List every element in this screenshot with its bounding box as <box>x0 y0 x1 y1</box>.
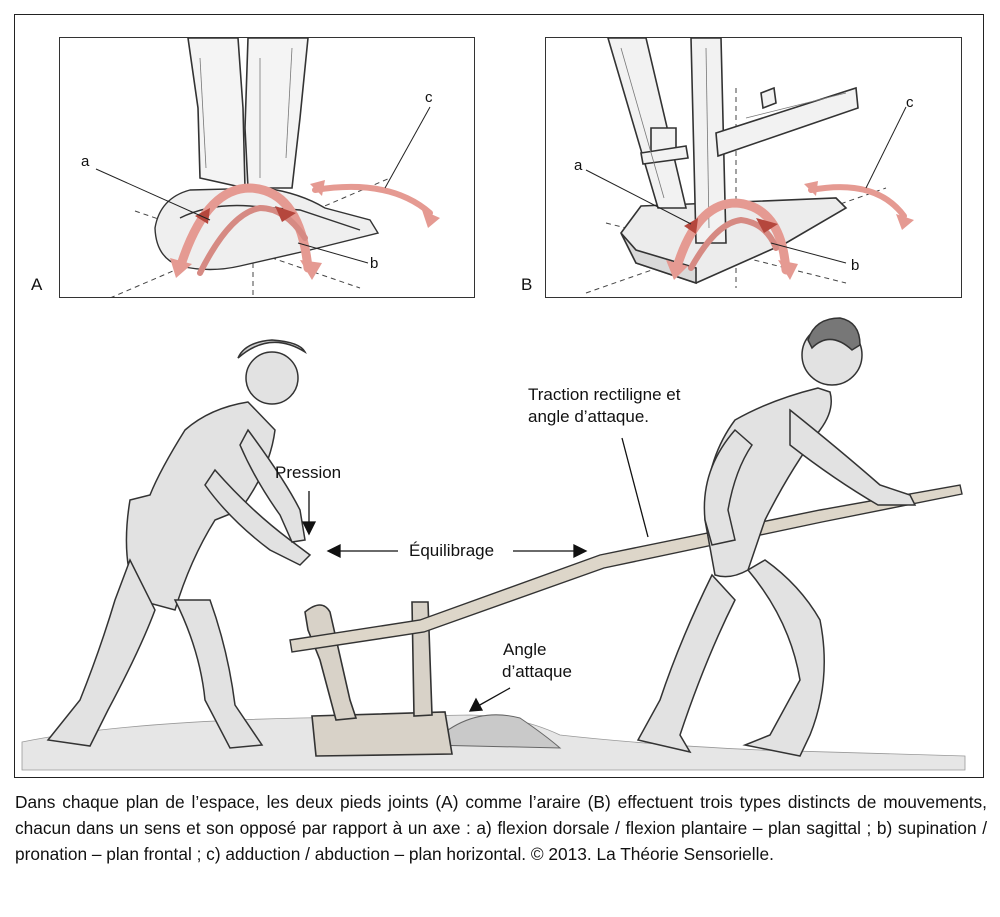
label-angle-attaque: Angle d’attaque <box>502 639 572 683</box>
label-angle-line1: Angle <box>503 640 547 659</box>
panel-letter-b: B <box>521 275 533 294</box>
axis-c-label-feet: c <box>425 89 433 106</box>
axis-b-label-feet: b <box>370 255 379 272</box>
panel-letter-a: A <box>31 275 43 294</box>
label-pression: Pression <box>275 463 342 482</box>
axis-b-label-plough: b <box>851 257 860 274</box>
inset-plough-diagram <box>545 37 962 298</box>
feet-drawing <box>95 38 440 297</box>
label-traction-line1: Traction rectiligne et <box>528 385 681 404</box>
axis-c-label-plough: c <box>906 94 914 111</box>
label-angle-line2: d’attaque <box>502 662 572 681</box>
label-equilibrage: Équilibrage <box>409 541 495 560</box>
label-traction-line2: angle d’attaque. <box>528 407 649 426</box>
plough-drawing <box>585 38 914 294</box>
inset-feet-diagram <box>59 37 475 298</box>
label-traction: Traction rectiligne et angle d’attaque. <box>528 384 680 428</box>
axis-a-label-plough: a <box>574 157 583 174</box>
axis-a-label-feet: a <box>81 153 90 170</box>
figure-caption: Dans chaque plan de l’espace, les deux p… <box>15 792 987 864</box>
